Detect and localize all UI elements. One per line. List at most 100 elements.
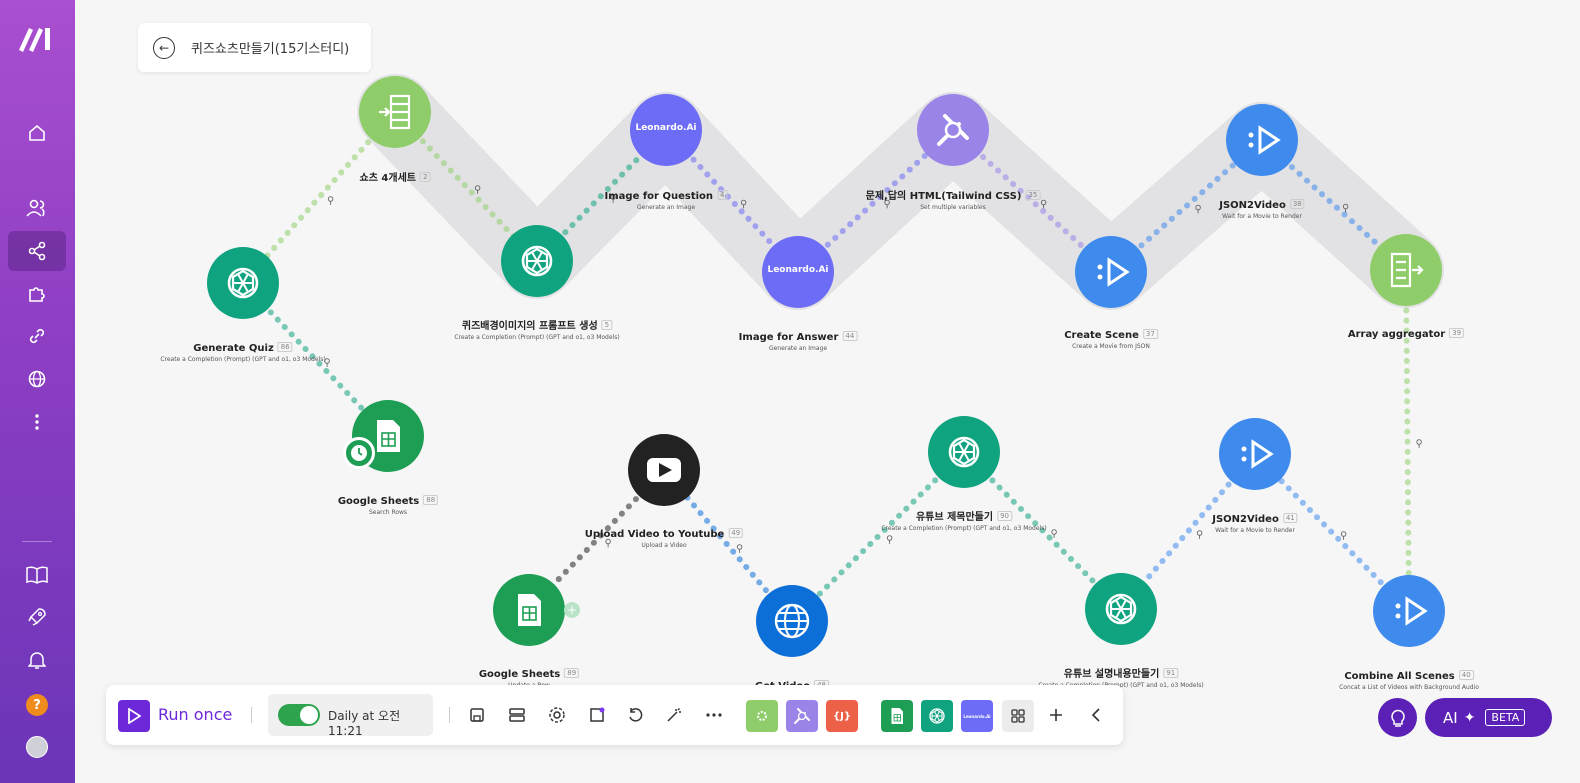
filter-wrench-icon[interactable]: ⚲ — [1342, 203, 1349, 214]
schedule-label[interactable]: Daily at 오전 11:21 — [328, 709, 401, 738]
filter-wrench-icon[interactable]: ⚲ — [610, 194, 617, 205]
module-name[interactable]: 쇼츠 4개세트 — [359, 173, 416, 184]
module-name[interactable]: Create Scene — [1064, 330, 1139, 341]
module-name[interactable]: Combine All Scenes — [1344, 671, 1455, 682]
run-once-button[interactable] — [118, 700, 150, 732]
avatar[interactable] — [8, 727, 66, 767]
team-icon[interactable] — [8, 188, 66, 228]
module-name[interactable]: JSON2Video — [1219, 200, 1286, 211]
module-name[interactable]: Image for Answer — [738, 332, 839, 343]
filter-wrench-icon[interactable]: ⚲ — [1195, 204, 1202, 215]
run-once-label[interactable]: Run once — [158, 705, 233, 724]
module-action: Generate an Image — [768, 345, 828, 352]
module-bg_prompt[interactable] — [500, 224, 574, 298]
ai-assistant-button[interactable]: AI ✦ BETA — [1425, 698, 1552, 737]
module-upload_youtube[interactable] — [627, 433, 701, 507]
more-vertical-icon[interactable] — [8, 402, 66, 442]
module-yt_title[interactable] — [927, 415, 1001, 489]
apps-puzzle-icon[interactable] — [8, 274, 66, 314]
filter-wrench-icon[interactable]: ⚲ — [1416, 439, 1423, 450]
module-yt_description[interactable] — [1084, 572, 1158, 646]
filter-wrench-icon[interactable]: ⚲ — [1040, 199, 1047, 210]
quick-module-sheets-icon[interactable] — [881, 700, 913, 732]
rocket-icon[interactable] — [8, 597, 66, 637]
module-name[interactable]: Array aggregator — [1347, 329, 1446, 340]
tips-lightbulb-icon[interactable] — [1378, 698, 1417, 737]
filter-wrench-icon[interactable]: ⚲ — [736, 544, 743, 555]
sparkle-icon: ✦ — [1463, 709, 1476, 726]
bell-icon[interactable] — [8, 640, 66, 680]
module-name[interactable]: Upload Video to Youtube — [584, 529, 725, 540]
save-icon[interactable] — [467, 705, 487, 725]
module-name[interactable]: Generate Quiz — [193, 343, 274, 354]
help-icon[interactable]: ? — [8, 685, 66, 725]
module-google_sheets_update[interactable]: + — [492, 573, 580, 647]
notes-icon[interactable] — [587, 705, 607, 725]
filter-wrench-icon[interactable]: ⚲ — [605, 538, 612, 549]
module-name[interactable]: 퀴즈배경이미지의 프롬프트 생성 — [461, 321, 598, 332]
module-name[interactable]: JSON2Video — [1212, 514, 1279, 525]
add-module-plus-icon[interactable] — [1046, 705, 1066, 725]
connection-combine_scenes-json2video_bottom[interactable] — [1252, 451, 1412, 614]
webhooks-globe-icon[interactable] — [8, 359, 66, 399]
module-combine_scenes[interactable] — [1372, 574, 1446, 648]
connection-yt_description-yt_title[interactable] — [961, 449, 1124, 612]
module-array_agg[interactable] — [1369, 233, 1443, 307]
make-logo-icon[interactable] — [17, 24, 57, 52]
connection-array_agg-combine_scenes[interactable] — [1403, 267, 1412, 614]
module-get_video[interactable] — [755, 584, 829, 658]
module-name[interactable]: Image for Question — [604, 191, 714, 202]
connections-link-icon[interactable] — [8, 316, 66, 356]
connection-shorts_set-generate_quiz[interactable] — [240, 109, 398, 286]
magic-wand-icon[interactable] — [664, 705, 684, 725]
connection-create_scene-json2video_top[interactable] — [1108, 137, 1265, 275]
filter-wrench-icon[interactable]: ⚲ — [1051, 529, 1058, 540]
module-name[interactable]: 유튜브 설명내용만들기 — [1063, 669, 1160, 680]
module-google_sheets_search[interactable] — [343, 399, 425, 473]
filter-wrench-icon[interactable]: ⚲ — [740, 199, 747, 210]
all-modules-grid-icon[interactable] — [1002, 700, 1034, 732]
filter-wrench-icon[interactable]: ⚲ — [474, 185, 481, 196]
home-icon[interactable] — [8, 113, 66, 153]
settings-icon[interactable] — [547, 705, 567, 725]
docs-book-icon[interactable] — [8, 555, 66, 595]
scenario-title[interactable]: 퀴즈쇼츠만들기(15기스터디) — [191, 42, 350, 57]
beta-badge: BETA — [1485, 709, 1526, 726]
module-json2video_bottom[interactable] — [1218, 417, 1292, 491]
filter-wrench-icon[interactable]: ⚲ — [1340, 531, 1347, 542]
module-name[interactable]: Google Sheets — [337, 496, 420, 507]
module-image_question[interactable]: Leonardo.Ai — [629, 93, 703, 167]
module-html_tools[interactable] — [916, 93, 990, 167]
module-action: Concat a List of Videos with Background … — [1339, 684, 1479, 691]
connection-yt_title-get_video[interactable] — [789, 449, 967, 624]
quick-module-openai-icon[interactable] — [921, 700, 953, 732]
scheduling-icon[interactable] — [507, 705, 527, 725]
undo-icon[interactable] — [625, 705, 645, 725]
filter-wrench-icon[interactable]: ⚲ — [1196, 530, 1203, 541]
module-create_scene[interactable] — [1074, 235, 1148, 309]
filter-wrench-icon[interactable]: ⚲ — [886, 535, 893, 546]
module-name[interactable]: 문제,답의 HTML(Tailwind CSS) — [865, 191, 1022, 202]
schedule-clock-icon[interactable] — [343, 437, 375, 469]
module-name[interactable]: Google Sheets — [478, 669, 561, 680]
schedule-toggle[interactable] — [278, 704, 320, 726]
module-json2video_top[interactable] — [1225, 103, 1299, 177]
module-shorts_set[interactable] — [358, 75, 432, 149]
quick-module-gear-icon[interactable] — [746, 700, 778, 732]
schedule-control[interactable]: Daily at 오전 11:21 — [268, 694, 433, 738]
filter-wrench-icon[interactable]: ⚲ — [327, 196, 334, 207]
filter-wrench-icon[interactable]: ⚲ — [884, 199, 891, 210]
quick-module-leonardo-icon[interactable]: Leonardo.Ai — [961, 700, 993, 732]
back-arrow-icon[interactable]: ← — [153, 36, 175, 59]
quick-module-json-icon[interactable]: {J} — [826, 700, 858, 732]
more-icon[interactable] — [704, 705, 724, 725]
add-next-module-plus-icon[interactable]: + — [564, 602, 580, 618]
youtube-icon — [647, 458, 681, 482]
quick-module-tools-icon[interactable] — [786, 700, 818, 732]
collapse-chevron-left-icon[interactable] — [1086, 705, 1106, 725]
module-name[interactable]: 유튜브 제목만들기 — [915, 512, 994, 523]
scenarios-icon[interactable] — [8, 231, 66, 271]
module-generate_quiz[interactable] — [206, 246, 280, 320]
filter-wrench-icon[interactable]: ⚲ — [324, 358, 331, 369]
module-image_answer[interactable]: Leonardo.Ai — [761, 235, 835, 309]
